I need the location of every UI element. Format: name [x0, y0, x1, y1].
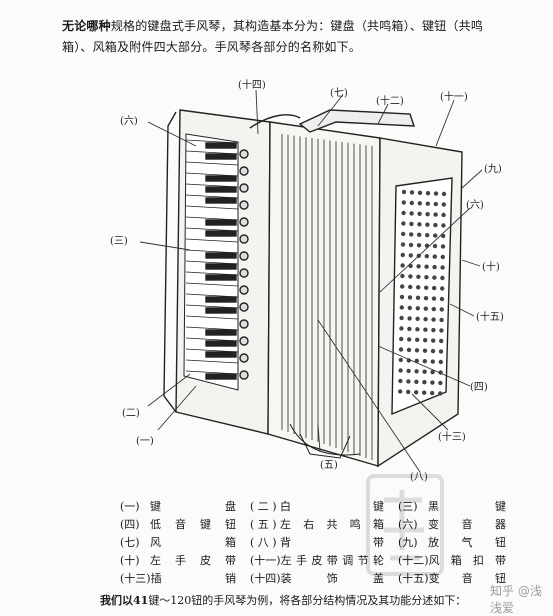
legend-item: ( 五 )左右共鸣箱: [250, 518, 398, 532]
legend-name: 插销: [150, 572, 236, 585]
register-buttons: [239, 149, 249, 380]
label-4: (四): [470, 382, 488, 393]
legend-name: 装饰盖: [280, 572, 384, 585]
label-15: (十五): [476, 310, 504, 323]
legend-item: ( 八 )背带: [250, 536, 398, 550]
label-6b: (六): [466, 199, 484, 211]
legend-number: (十二): [398, 554, 429, 567]
legend-name: 风箱扣带: [428, 554, 506, 567]
watermark: 知乎 @浅浅爱: [490, 584, 542, 615]
legend-number: (一): [120, 500, 140, 513]
legend-item: (十五)变音钮: [398, 572, 520, 586]
legend-name: 放气钮: [428, 536, 506, 549]
legend-number: (十五): [398, 572, 429, 585]
legend-name: 左右共鸣箱: [280, 518, 384, 531]
legend-item: (九) 放气钮: [398, 536, 520, 550]
label-11: (十一): [440, 90, 468, 103]
legend-item: (六) 变音器: [398, 518, 520, 532]
legend-name: 键盘: [150, 500, 236, 513]
label-13: (十三): [438, 430, 466, 443]
legend-name: 低音键钮: [150, 518, 236, 531]
legend-item: (十三)插销: [120, 572, 250, 586]
legend-number: (十四): [250, 572, 281, 585]
label-10: (十): [482, 260, 500, 273]
legend-item: (三) 黑键: [398, 500, 520, 514]
legend-number: ( 五 ): [250, 518, 277, 531]
footer-rest: 键～120钮的手风琴为例，将各部分结构情况及其功能分述如下：: [148, 594, 467, 607]
intro-line2: 箱）、风箱及附件四大部分。手风琴各部分的名称如下。: [62, 40, 362, 54]
legend-item: (十四)装饰盖: [250, 572, 398, 586]
label-9: (九): [484, 163, 502, 175]
legend-number: (四): [120, 518, 140, 531]
legend-item: (四) 低音键钮: [120, 518, 250, 532]
legend-name: 风箱: [150, 536, 236, 549]
black-keys: [185, 139, 239, 380]
legend-name: 白键: [280, 500, 384, 513]
label-2: (二): [122, 408, 140, 419]
accordion-figure: (六) (十四) (七) (十二) (十一) (三) (九) (六) (十) (…: [0, 74, 553, 484]
legend-number: (七): [120, 536, 140, 549]
intro-line1: 规格的键盘式手风琴，其构造基本分为：键盘（共鸣箱）、键钮（共鸣: [110, 19, 484, 33]
legend-number: (十): [120, 554, 140, 567]
accordion-drawing: (六) (十四) (七) (十二) (十一) (三) (九) (六) (十) (…: [110, 78, 504, 483]
legend-item: (一) 键盘: [120, 500, 250, 514]
legend-name: 变音器: [428, 518, 506, 531]
footer-bold: 我们以41: [100, 594, 149, 607]
legend-number: (十一): [250, 554, 281, 567]
legend-name: 背带: [280, 536, 384, 549]
legend-number: (十三): [120, 572, 151, 585]
legend-name: 黑键: [428, 500, 506, 513]
bellows-folds: [281, 134, 373, 460]
legend-name: 左手皮带: [150, 554, 236, 567]
legend-number: (六): [398, 518, 418, 531]
legend-number: ( 二 ): [250, 500, 277, 513]
label-3: (三): [110, 236, 128, 247]
label-8: (八): [410, 472, 428, 483]
legend-item: (十二)风箱扣带: [398, 554, 520, 568]
label-5: (五): [320, 460, 338, 471]
legend-item: (十一)左手皮带调节轮: [250, 554, 398, 568]
footer-text: 我们以41键～120钮的手风琴为例，将各部分结构情况及其功能分述如下：: [100, 594, 540, 608]
legend-number: (三): [398, 500, 418, 513]
legend-name: 变音钮: [428, 572, 506, 585]
legend-item: (七) 风箱: [120, 536, 250, 550]
legend-item: (十) 左手皮带: [120, 554, 250, 568]
label-1: (一): [136, 436, 154, 447]
bass-buttons: [398, 189, 447, 396]
label-14: (十四): [238, 78, 266, 91]
label-7: (七): [330, 87, 348, 99]
seal-stamp: [366, 474, 444, 576]
label-12: (十二): [376, 94, 404, 107]
legend-name: 左手皮带调节轮: [280, 554, 384, 567]
legend-number: ( 八 ): [250, 536, 277, 549]
label-6a: (六): [120, 115, 138, 127]
intro-bold: 无论哪种: [62, 19, 111, 33]
legend-item: ( 二 )白键: [250, 500, 398, 514]
intro-paragraph: 无论哪种规格的键盘式手风琴，其构造基本分为：键盘（共鸣箱）、键钮（共鸣 箱）、风…: [62, 16, 532, 58]
parts-legend: (一)键盘( 二 )白键(三)黑键(四)低音键钮( 五 )左右共鸣箱(六)变音器…: [120, 500, 520, 586]
legend-number: (九): [398, 536, 418, 549]
